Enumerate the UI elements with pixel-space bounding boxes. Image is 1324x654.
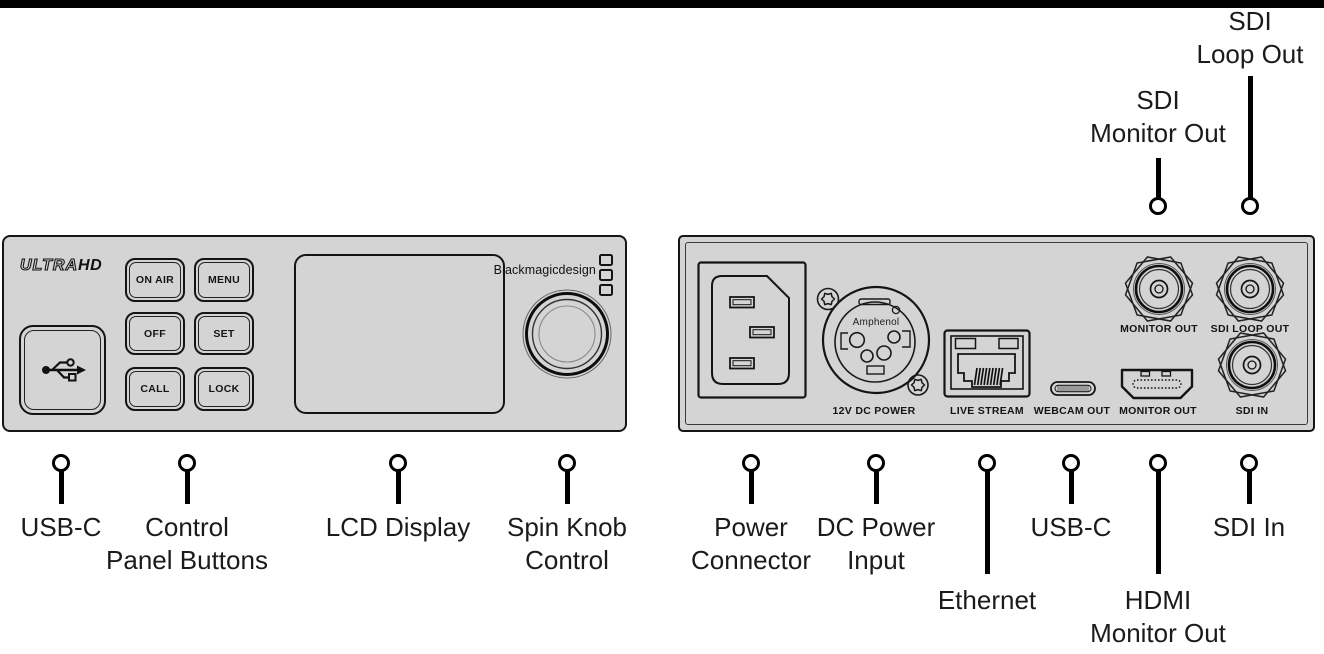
callout-line: USB-C <box>20 512 102 542</box>
callout-stem <box>58 471 64 504</box>
callout-line: Spin Knob <box>507 512 627 542</box>
top-black-bar <box>0 0 1324 8</box>
hdmi-port-icon <box>1120 368 1194 400</box>
callout-pin-icon <box>866 454 885 472</box>
on-air-label: ON AIR <box>135 274 175 286</box>
ethernet-port-icon <box>943 329 1031 398</box>
blackmagicdesign-logo: Blackmagicdesign <box>493 263 596 277</box>
bnc-monitor-out-icon <box>1124 256 1194 322</box>
callout-line: Monitor Out <box>1090 618 1226 648</box>
call-label: CALL <box>140 383 170 395</box>
call-button: CALL <box>125 367 185 411</box>
callout-stem <box>984 471 990 574</box>
callout-pin-icon <box>388 454 407 472</box>
callout-line: USB-C <box>1030 512 1112 542</box>
callout-pin-icon <box>1240 197 1259 215</box>
lock-button: LOCK <box>194 367 254 411</box>
menu-button: MENU <box>194 258 254 302</box>
callout-pin-icon <box>977 454 996 472</box>
callout-line: Loop Out <box>1196 39 1304 69</box>
callout-stem <box>873 471 879 504</box>
usb-icon <box>41 358 86 382</box>
callout-line: SDI <box>1228 6 1272 36</box>
callout-pin-icon <box>1148 454 1167 472</box>
callout-stem <box>395 471 401 504</box>
bnc-sdi-loop-out-icon <box>1215 256 1285 322</box>
usb-c-port-rear-icon <box>1050 381 1096 396</box>
menu-label: MENU <box>207 274 241 286</box>
callout-pin-icon <box>1239 454 1258 472</box>
blackmagic-logo-square-3 <box>599 284 613 296</box>
xlr-brand-text: Amphenol <box>852 317 900 328</box>
callout-stem <box>748 471 754 504</box>
blackmagic-logo-square-2 <box>599 269 613 281</box>
callout-line: SDI <box>1136 85 1180 115</box>
callout-pin-icon <box>741 454 760 472</box>
callout-line: HDMI <box>1124 585 1192 615</box>
callout-stem <box>1068 471 1074 504</box>
rear-panel-device: Amphenol 12V DC POWER LIVE STREAM <box>678 235 1315 432</box>
bnc-sdi-in-icon <box>1217 332 1287 398</box>
webcam-out-label: WEBCAM OUT <box>1033 405 1111 417</box>
on-air-button: ON AIR <box>125 258 185 302</box>
bnc-sdi-in-label: SDI IN <box>1235 405 1269 417</box>
ultrahd-logo-ultra: ULTRA <box>19 256 79 274</box>
callout-line: Monitor Out <box>1090 118 1226 148</box>
set-label: SET <box>213 327 235 340</box>
dc-power-label: 12V DC POWER <box>832 405 916 417</box>
callout-stem <box>184 471 190 504</box>
ultrahd-logo-hd: HD <box>78 257 103 274</box>
callout-stem <box>1247 76 1253 198</box>
callout-pin-icon <box>557 454 576 472</box>
callout-stem <box>1155 158 1161 198</box>
ethernet-label: LIVE STREAM <box>950 405 1024 417</box>
callout-stem <box>564 471 570 504</box>
callout-stem <box>1155 471 1161 574</box>
usb-c-port-front <box>19 325 106 415</box>
bnc-sdi-loop-out-label: SDI LOOP OUT <box>1210 323 1290 335</box>
callout-pin-icon <box>1061 454 1080 472</box>
callout-line: Panel Buttons <box>106 545 268 575</box>
callout-line: Control <box>145 512 229 542</box>
ultrahd-logo: ULTRAHD <box>19 256 103 275</box>
lcd-display <box>294 254 505 414</box>
callout-stem <box>1246 471 1252 504</box>
xlr-dc-power-icon <box>816 285 931 396</box>
hdmi-monitor-out-label: MONITOR OUT <box>1119 405 1197 417</box>
callout-pin-icon <box>177 454 196 472</box>
power-connector-icon <box>697 261 807 399</box>
blackmagic-logo-square-1 <box>599 254 613 266</box>
off-button: OFF <box>125 312 185 355</box>
off-label: OFF <box>144 327 166 340</box>
callout-line: Power <box>714 512 788 542</box>
callout-line: Control <box>525 545 609 575</box>
callout-line: SDI In <box>1212 512 1286 542</box>
front-panel-device: ULTRAHD ON AIR MENU OFF SET CALL LOCK Bl… <box>2 235 627 432</box>
lock-label: LOCK <box>208 383 240 395</box>
bnc-monitor-out-label: MONITOR OUT <box>1120 323 1198 335</box>
callout-line: Ethernet <box>937 585 1037 615</box>
callout-pin-icon <box>1148 197 1167 215</box>
callout-pin-icon <box>51 454 70 472</box>
spin-knob <box>522 289 612 379</box>
callout-line: Connector <box>691 545 811 575</box>
callout-line: Input <box>847 545 905 575</box>
rear-panel-inner-frame <box>685 242 1308 425</box>
set-button: SET <box>194 312 254 355</box>
callout-line: LCD Display <box>325 512 471 542</box>
callout-line: DC Power <box>816 512 936 542</box>
